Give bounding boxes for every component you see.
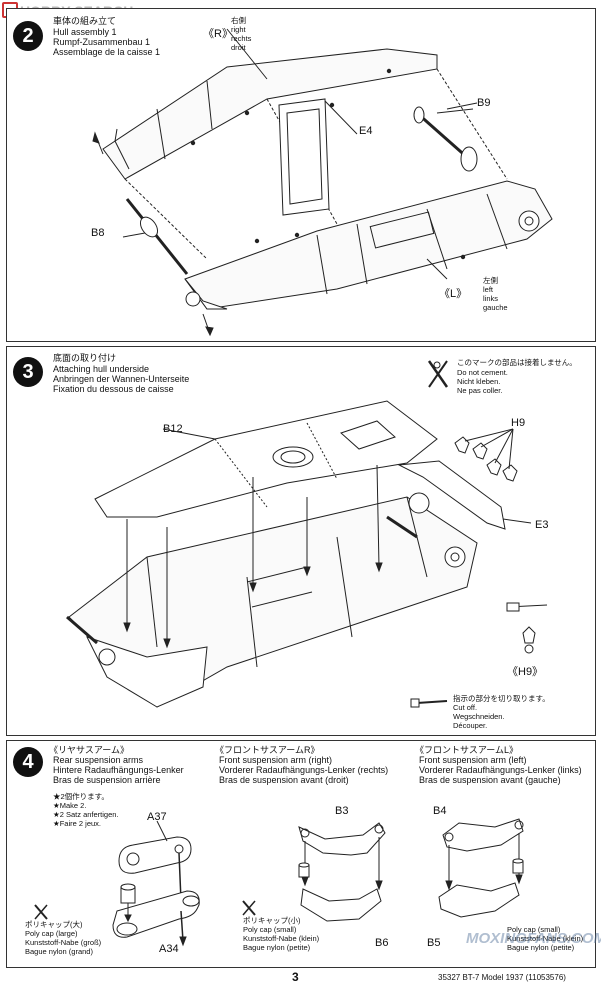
rear-arm-title-jp: 《リヤサスアーム》 [49, 745, 130, 755]
part-label-b6: B6 [375, 937, 389, 949]
b4-arm-top [442, 818, 524, 852]
poly-cap-small2-de: Kunststoff-Nabe (klein) [507, 934, 584, 943]
make2-fr: ★Faire 2 jeux. [53, 819, 101, 828]
no-cement-note-de: Nicht kleben. [457, 377, 501, 386]
front-arm-r-title-de: Vorderer Radaufhängungs-Lenker (rechts) [219, 765, 389, 775]
left-de: links [483, 294, 499, 303]
cut-off-note-de: Wegschneiden. [453, 712, 505, 721]
rear-arm-title-fr: Bras de suspension arrière [53, 775, 161, 785]
cut-off-note-fr: Découper. [453, 721, 488, 730]
step3-hull-drawing [66, 360, 548, 708]
h9-parts [454, 428, 518, 482]
make2-jp: ★2個作ります。 [53, 792, 109, 801]
front-arm-l-title-de: Vorderer Radaufhängungs-Lenker (links) [419, 765, 582, 775]
poly-cap-large-jp: ポリキャップ(大) [25, 920, 83, 929]
a37-arm [118, 820, 192, 902]
rear-arm-title-de: Hintere Radaufhängungs-Lenker [53, 765, 184, 775]
right-fr: droit [231, 43, 246, 52]
hobby-knife-icon [410, 698, 448, 708]
step4-panel: 4 《リヤサスアーム》 Rear suspension arms Hintere… [6, 740, 596, 968]
no-cement-icon-rear [34, 904, 48, 920]
h9-detail-tag: 《H9》 [507, 666, 544, 678]
step4-number: 4 [13, 747, 43, 777]
poly-cap-small2-en: Poly cap (small) [507, 925, 561, 934]
no-cement-note-fr: Ne pas coller. [457, 386, 503, 395]
step4-suspension-drawing [34, 818, 524, 947]
front-arm-r-title-en: Front suspension arm (right) [219, 755, 333, 765]
kit-code: 35327 BT-7 Model 1937 (11053576) [438, 973, 566, 982]
step2-hull-drawing [92, 28, 553, 337]
part-label-e4: E4 [359, 125, 373, 137]
moxingfans-watermark: MOXINGFANS.COM [466, 930, 601, 947]
right-side-wall [102, 48, 438, 180]
left-side-tag: 《L》 [439, 288, 468, 300]
part-label-b4: B4 [433, 805, 447, 817]
left-en: left [483, 285, 494, 294]
step2-title-fr: Assemblage de la caisse 1 [53, 47, 161, 57]
part-label-b9: B9 [477, 97, 491, 109]
b3-arm-top [298, 822, 386, 856]
e4-bulkhead [278, 98, 330, 216]
poly-cap-large-icon [120, 883, 136, 923]
no-cement-note-jp: このマークの部品は接着しません。 [457, 358, 577, 367]
cut-off-note-en: Cut off. [453, 703, 478, 712]
step2-number: 2 [13, 21, 43, 51]
b6-arm-bottom [300, 888, 382, 922]
poly-cap-large-en: Poly cap (large) [25, 929, 78, 938]
front-arm-r-title-fr: Bras de suspension avant (droit) [219, 775, 349, 785]
poly-cap-small-en: Poly cap (small) [243, 925, 297, 934]
no-cement-icon-front-r [242, 900, 256, 916]
poly-cap-large-fr: Bague nylon (grand) [25, 947, 93, 956]
right-de: rechts [231, 34, 252, 43]
step3-panel: 3 底面の取り付け Attaching hull underside Anbri… [6, 346, 596, 736]
poly-cap-large-de: Kunststoff-Nabe (groß) [25, 938, 102, 947]
a34-arm [112, 890, 200, 938]
step2-panel: 2 車体の組み立て Hull assembly 1 Rumpf-Zusammen… [6, 8, 596, 342]
step3-number: 3 [13, 357, 43, 387]
poly-cap-small-jp: ポリキャップ(小) [243, 916, 301, 925]
b8-roller [139, 216, 159, 238]
right-en: right [231, 25, 246, 34]
step2-title-en: Hull assembly 1 [53, 27, 117, 37]
left-fr: gauche [483, 303, 508, 312]
make2-en: ★Make 2. [53, 801, 87, 810]
cut-off-note-jp: 指示の部分を切り取ります。 [453, 694, 550, 703]
rear-arm-title-en: Rear suspension arms [53, 755, 144, 765]
front-arm-r-title-jp: 《フロントサスアームR》 [215, 745, 320, 755]
part-label-b8: B8 [91, 227, 105, 239]
poly-cap-small2-fr: Bague nylon (petite) [507, 943, 575, 952]
poly-cap-small-de: Kunststoff-Nabe (klein) [243, 934, 320, 943]
h9-detail [506, 602, 548, 654]
step2-title-de: Rumpf-Zusammenbau 1 [53, 37, 151, 47]
b5-arm-bottom [438, 882, 520, 918]
part-label-h9: H9 [511, 417, 526, 429]
front-arm-l-title-fr: Bras de suspension avant (gauche) [419, 775, 561, 785]
step3-title-jp: 底面の取り付け [53, 353, 117, 363]
part-label-b3: B3 [335, 805, 349, 817]
step3-title-fr: Fixation du dessous de caisse [53, 384, 174, 394]
page-number: 3 [292, 970, 299, 984]
front-arm-l-title-en: Front suspension arm (left) [419, 755, 527, 765]
part-label-a34: A34 [159, 943, 179, 955]
no-cement-icon [427, 360, 449, 388]
poly-cap-small2-icon [512, 858, 524, 874]
make2-de: ★2 Satz anfertigen. [53, 810, 119, 819]
e3-rear-plate [397, 460, 506, 530]
part-label-b5: B5 [427, 937, 441, 949]
part-label-a37: A37 [147, 811, 167, 823]
part-label-e3: E3 [535, 519, 549, 531]
left-jp: 左側 [483, 276, 498, 285]
step3-title-de: Anbringen der Wannen-Unterseite [53, 374, 190, 384]
front-arm-l-title-jp: 《フロントサスアームL》 [415, 745, 519, 755]
b9-wheel [460, 146, 478, 172]
step2-title-jp: 車体の組み立て [53, 16, 117, 26]
poly-cap-small-icon [298, 862, 310, 878]
left-side-wall [184, 180, 553, 310]
right-jp: 右側 [231, 16, 246, 25]
b12-bottom-plate [94, 400, 438, 518]
step3-title-en: Attaching hull underside [53, 364, 150, 374]
right-side-tag: 《R》 [203, 28, 233, 40]
poly-cap-small-fr: Bague nylon (petite) [243, 943, 311, 952]
no-cement-note-en: Do not cement. [457, 368, 508, 377]
